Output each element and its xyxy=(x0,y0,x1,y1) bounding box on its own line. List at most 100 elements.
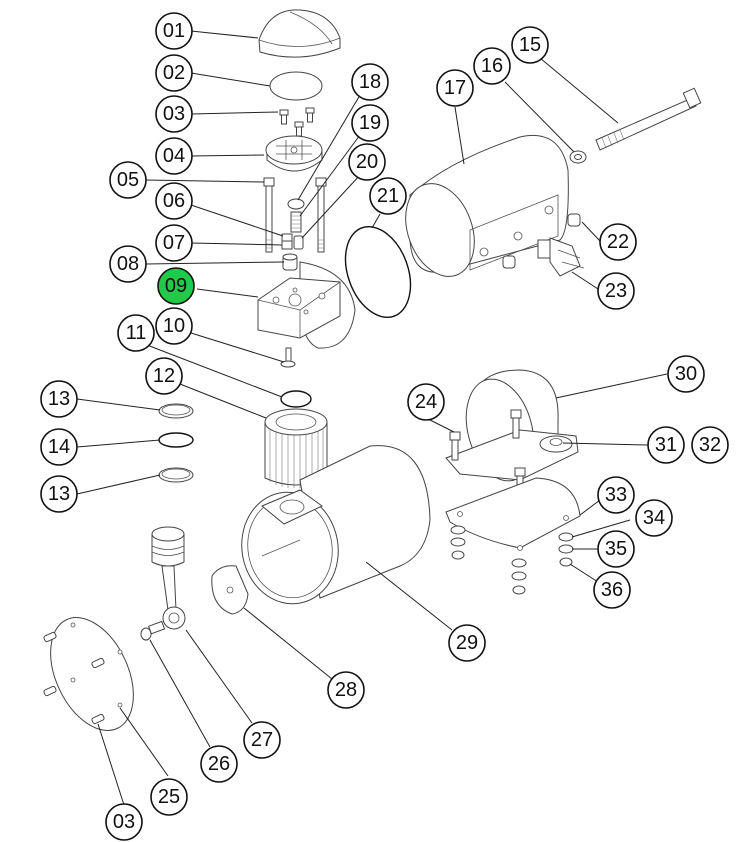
callout-28[interactable]: 28 xyxy=(327,671,365,709)
svg-text:03: 03 xyxy=(163,103,185,125)
part-valve-plate[interactable] xyxy=(257,261,356,349)
callout-22[interactable]: 22 xyxy=(599,223,637,261)
callout-20[interactable]: 20 xyxy=(348,143,386,181)
callout-12[interactable]: 12 xyxy=(145,357,183,395)
leader-19 xyxy=(299,134,361,217)
leader-36 xyxy=(569,563,599,583)
part-o-ring-head[interactable] xyxy=(280,390,312,408)
svg-text:30: 30 xyxy=(675,363,697,385)
callout-06[interactable]: 06 xyxy=(155,182,193,220)
svg-text:14: 14 xyxy=(48,436,70,458)
callout-31[interactable]: 31 xyxy=(647,426,685,464)
callout-35[interactable]: 35 xyxy=(597,530,635,568)
part-cylinder-finned[interactable] xyxy=(264,408,328,488)
leader-06 xyxy=(190,204,284,237)
part-top-cap[interactable] xyxy=(258,9,341,58)
callout-19[interactable]: 19 xyxy=(351,104,389,142)
callout-25[interactable]: 25 xyxy=(150,778,188,816)
part-thermal-switch[interactable] xyxy=(537,237,585,277)
callout-04[interactable]: 04 xyxy=(155,137,193,175)
callout-09[interactable]: 09 xyxy=(157,267,195,305)
part-cylinder-head[interactable] xyxy=(265,135,323,172)
callout-13-upper[interactable]: 13 xyxy=(40,380,78,418)
callout-34[interactable]: 34 xyxy=(635,499,673,537)
leader-01 xyxy=(190,30,259,39)
leader-10 xyxy=(190,332,285,363)
leader-16 xyxy=(504,81,575,153)
callout-27[interactable]: 27 xyxy=(243,721,281,759)
leader-05 xyxy=(145,179,265,183)
callout-23[interactable]: 23 xyxy=(597,272,635,310)
callout-16[interactable]: 16 xyxy=(473,47,511,85)
leader-20 xyxy=(301,174,361,239)
callout-17[interactable]: 17 xyxy=(436,69,474,107)
part-base-plate[interactable] xyxy=(445,477,581,551)
callout-21[interactable]: 21 xyxy=(369,177,407,215)
svg-text:34: 34 xyxy=(643,507,665,529)
leader-28 xyxy=(243,607,333,680)
leader-23 xyxy=(571,271,599,290)
callout-10[interactable]: 10 xyxy=(155,307,193,345)
part-screws-top[interactable] xyxy=(279,107,315,137)
callout-13-lower[interactable]: 13 xyxy=(40,475,78,513)
callout-14[interactable]: 14 xyxy=(40,428,78,466)
callout-05[interactable]: 05 xyxy=(109,161,147,199)
part-connecting-rod[interactable] xyxy=(151,526,186,630)
svg-text:12: 12 xyxy=(153,365,175,387)
part-washer[interactable] xyxy=(569,150,587,164)
part-long-bolt[interactable] xyxy=(595,87,702,151)
part-screws-cover[interactable] xyxy=(43,631,105,725)
part-valve-cap[interactable] xyxy=(282,253,298,271)
callout-18[interactable]: 18 xyxy=(351,63,389,101)
callout-30[interactable]: 30 xyxy=(667,355,705,393)
part-end-cover[interactable] xyxy=(34,604,150,743)
callout-03-cover[interactable]: 03 xyxy=(105,803,143,841)
leader-02 xyxy=(190,72,271,87)
part-crank-bolt[interactable] xyxy=(140,620,166,641)
leader-13b xyxy=(76,474,161,495)
part-valve-body[interactable] xyxy=(281,233,304,250)
part-o-ring-small[interactable] xyxy=(287,198,305,210)
svg-text:16: 16 xyxy=(481,55,503,77)
callout-02[interactable]: 02 xyxy=(155,54,193,92)
svg-text:02: 02 xyxy=(163,62,185,84)
svg-text:33: 33 xyxy=(605,484,627,506)
part-spacer[interactable] xyxy=(502,213,581,269)
callout-29[interactable]: 29 xyxy=(448,624,486,662)
part-cap-disc[interactable] xyxy=(269,71,323,101)
leader-21 xyxy=(371,213,381,229)
leader-27 xyxy=(185,629,253,724)
callout-08[interactable]: 08 xyxy=(109,245,147,283)
callout-26[interactable]: 26 xyxy=(200,745,238,783)
leader-25 xyxy=(119,707,169,777)
callout-03-top[interactable]: 03 xyxy=(155,95,193,133)
part-crankcase[interactable] xyxy=(233,445,431,612)
part-gasket-ring[interactable] xyxy=(334,218,423,327)
leader-14 xyxy=(76,439,161,448)
callout-24[interactable]: 24 xyxy=(407,383,445,421)
part-pin[interactable] xyxy=(280,347,296,368)
svg-text:15: 15 xyxy=(519,34,541,56)
svg-text:28: 28 xyxy=(335,679,357,701)
callout-15[interactable]: 15 xyxy=(511,26,549,64)
callout-11[interactable]: 11 xyxy=(117,314,155,352)
leader-lines xyxy=(76,30,668,806)
leader-12 xyxy=(179,383,267,419)
part-spring[interactable] xyxy=(290,211,302,233)
part-motor-housing[interactable] xyxy=(394,135,569,286)
leader-22 xyxy=(581,221,601,242)
callout-33[interactable]: 33 xyxy=(597,476,635,514)
callout-32[interactable]: 32 xyxy=(691,426,729,464)
part-head-bolts[interactable] xyxy=(263,177,327,253)
callout-07[interactable]: 07 xyxy=(155,224,193,262)
callout-36[interactable]: 36 xyxy=(593,571,631,609)
svg-text:25: 25 xyxy=(158,786,180,808)
leader-09 xyxy=(196,288,259,298)
part-counterweight[interactable] xyxy=(211,565,249,615)
callout-01[interactable]: 01 xyxy=(155,12,193,50)
part-mount-clamp[interactable] xyxy=(445,369,579,489)
part-fasteners[interactable] xyxy=(450,525,574,595)
svg-text:07: 07 xyxy=(163,232,185,254)
part-drawings xyxy=(34,9,702,743)
part-piston-rings[interactable] xyxy=(158,403,194,483)
